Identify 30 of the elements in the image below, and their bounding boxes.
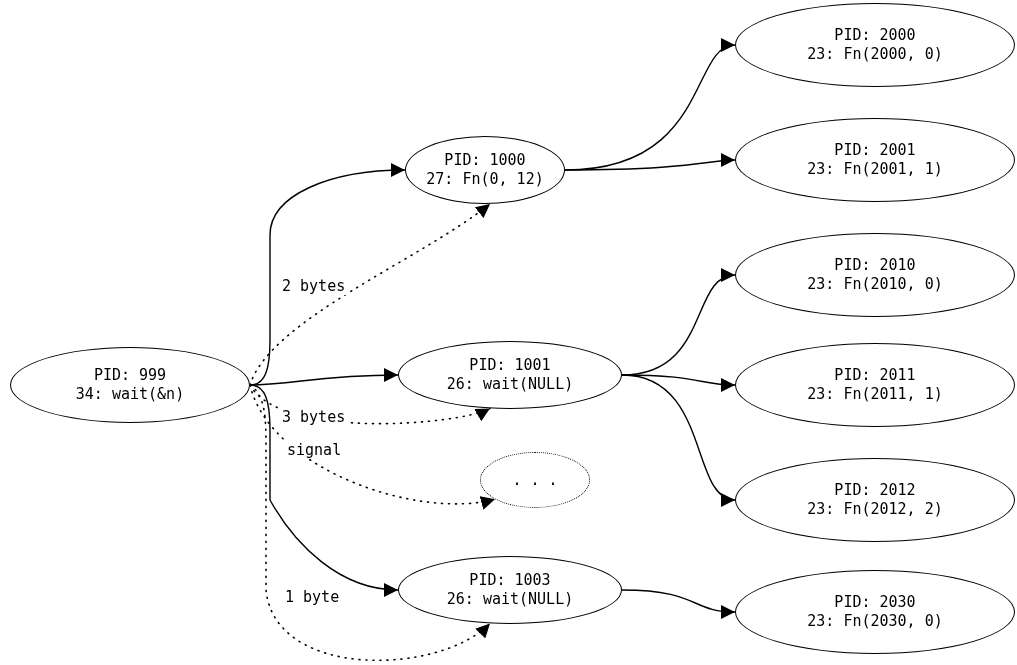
- node-title: PID: 2000: [834, 26, 916, 45]
- node-text: 23: Fn(2001, 1): [807, 160, 943, 179]
- node-title: PID: 1001: [469, 356, 551, 375]
- node-text: 23: Fn(2011, 1): [807, 385, 943, 404]
- edge-label: 3 bytes: [280, 408, 348, 426]
- node-title: PID: 1000: [444, 151, 526, 170]
- arrow: [564, 153, 736, 171]
- node-text: 34: wait(&n): [75, 385, 185, 404]
- node-text: 23: Fn(2012, 2): [807, 500, 943, 519]
- edge-label: 1 byte: [283, 588, 342, 606]
- arrow: [621, 374, 736, 504]
- node-text: 23: Fn(2010, 0): [807, 275, 943, 294]
- node-title: PID: 2030: [834, 593, 916, 612]
- node-title: PID: 2001: [834, 141, 916, 160]
- node-text: 23: Fn(2030, 0): [807, 612, 943, 631]
- node-text: 26: wait(NULL): [446, 590, 574, 609]
- node-text: 23: Fn(2000, 0): [807, 45, 943, 64]
- dotted-arrow: [249, 384, 491, 661]
- node-title: PID: 1003: [469, 571, 551, 590]
- node-title: PID: 2010: [834, 256, 916, 275]
- node-text: 26: wait(NULL): [446, 375, 574, 394]
- node-title: PID: 2012: [834, 481, 916, 500]
- edge-label: 2 bytes: [280, 277, 348, 295]
- arrow: [249, 384, 399, 597]
- node-text: 27: Fn(0, 12): [426, 170, 544, 189]
- node-title: PID: 2011: [834, 366, 916, 385]
- node-title: . . .: [512, 470, 558, 490]
- arrow: [621, 589, 736, 619]
- dotted-ellipse: [480, 452, 590, 508]
- node-title: PID: 999: [93, 366, 167, 385]
